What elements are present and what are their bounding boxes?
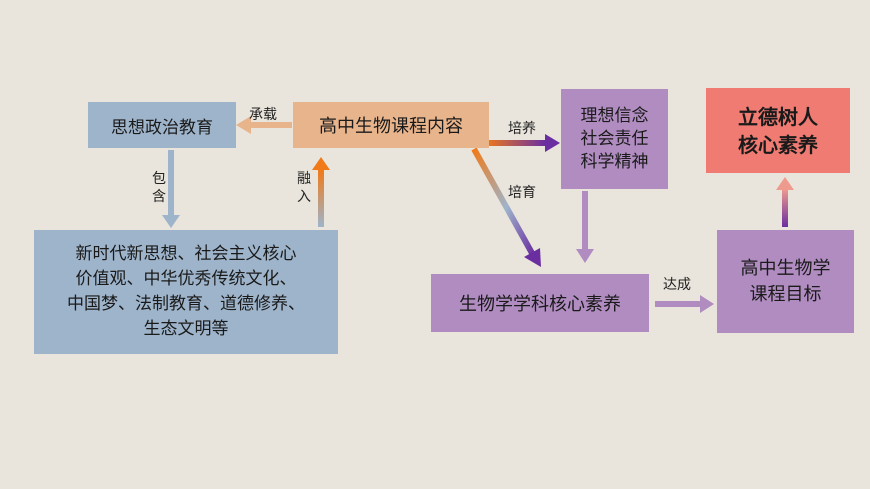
node-course-goal: 高中生物学 课程目标 — [717, 230, 854, 333]
arrow-peiyu — [471, 147, 541, 267]
node-course-content: 高中生物课程内容 — [293, 102, 489, 148]
arrow-goal-to-lide — [776, 177, 794, 227]
arrow-values-to-literacy — [576, 191, 594, 263]
node-values: 理想信念 社会责任 科学精神 — [561, 89, 668, 189]
node-include-detail: 新时代新思想、社会主义核心 价值观、中华优秀传统文化、 中国梦、法制教育、道德修… — [34, 230, 338, 354]
edge-label-chengzai: 承载 — [249, 107, 277, 123]
node-sixiang-zhengzhi: 思想政治教育 — [88, 102, 236, 148]
edge-label-dacheng: 达成 — [663, 277, 691, 293]
arrow-chengzai — [236, 116, 292, 134]
arrow-dacheng — [655, 295, 714, 313]
edge-label-peiyang: 培养 — [508, 121, 536, 137]
edge-label-baohan: 包 含 — [152, 171, 166, 205]
edge-label-peiyu: 培育 — [508, 185, 536, 201]
arrow-rongru — [312, 157, 330, 227]
edge-label-rongru: 融 入 — [297, 171, 311, 205]
node-lide-shuren: 立德树人 核心素养 — [706, 88, 850, 173]
node-core-literacy: 生物学学科核心素养 — [431, 274, 649, 332]
arrow-baohan — [162, 150, 180, 228]
arrow-peiyang — [485, 134, 560, 152]
